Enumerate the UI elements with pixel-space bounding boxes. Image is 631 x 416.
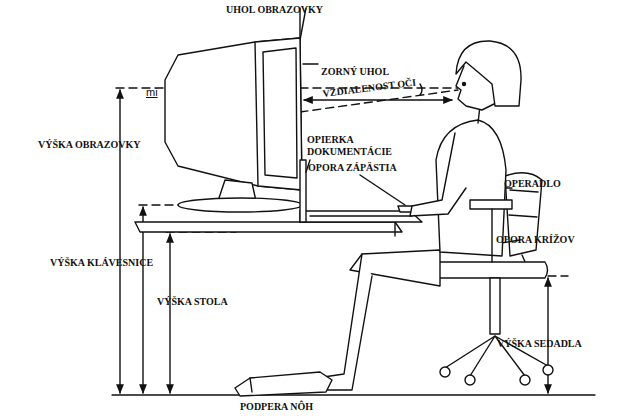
- part-label: OPERADLO: [504, 178, 561, 190]
- part-label: PODPERA NÔH: [240, 401, 313, 413]
- seat-height-dimension: [547, 278, 548, 393]
- chair-column: [490, 278, 500, 334]
- dimension-label: VÝŠKA OBRAZOVKY: [38, 139, 141, 151]
- part-label: OPORA ZÁPÄSTIA: [308, 162, 397, 174]
- leader-line: [360, 175, 405, 205]
- dimension-label: VÝŠKA STOLA: [157, 296, 228, 308]
- chair-wheel: [465, 375, 475, 385]
- chair-wheel: [440, 367, 450, 377]
- backrest-mesh: [509, 215, 537, 217]
- eye-distance-dimension: [304, 99, 452, 100]
- person-eye: [463, 83, 466, 86]
- leader-line: [303, 63, 318, 64]
- desk-top: [135, 222, 402, 232]
- floor-line: [112, 394, 595, 395]
- monitor-screen: [263, 48, 297, 178]
- person-leg: [306, 254, 372, 390]
- person-hair: [456, 41, 521, 106]
- angle-label: UHOL OBRAZOVKY: [226, 4, 323, 16]
- monitor-front: [255, 38, 302, 190]
- person-arm: [410, 133, 466, 216]
- dimension-label: VÝŠKA KLÁVESNICE: [50, 257, 153, 269]
- cropped-text: mi: [146, 86, 158, 98]
- chair-wheel: [520, 375, 530, 385]
- monitor-body: [165, 38, 302, 190]
- screen-height-dimension: [119, 90, 120, 393]
- backrest-mesh: [510, 190, 538, 192]
- distance-label: VZDIALENOST OČI: [322, 77, 417, 100]
- monitor-base: [178, 198, 302, 212]
- chair-wheel: [543, 365, 553, 375]
- desk-height-dimension: [169, 234, 170, 393]
- chair-seat: [428, 262, 548, 278]
- view-angle-arc: [420, 84, 422, 95]
- footrest: [235, 372, 332, 396]
- footrest-edge: [250, 378, 252, 392]
- dimension-label: VÝŠKA SEDADLA: [497, 338, 582, 350]
- armrest-support: [491, 209, 492, 262]
- angle-label: ZORNÝ UHOL: [321, 66, 389, 78]
- chair-armrest: [470, 200, 512, 209]
- keyboard-keys: [310, 215, 412, 216]
- document-holder: [300, 160, 306, 222]
- desk-edge: [394, 222, 395, 236]
- part-label: OPIERKA DOKUMENTÁCIE: [307, 134, 379, 158]
- keyboard-height-dimension: [142, 207, 143, 393]
- part-label: OPORA KRÍŽOV: [496, 234, 575, 246]
